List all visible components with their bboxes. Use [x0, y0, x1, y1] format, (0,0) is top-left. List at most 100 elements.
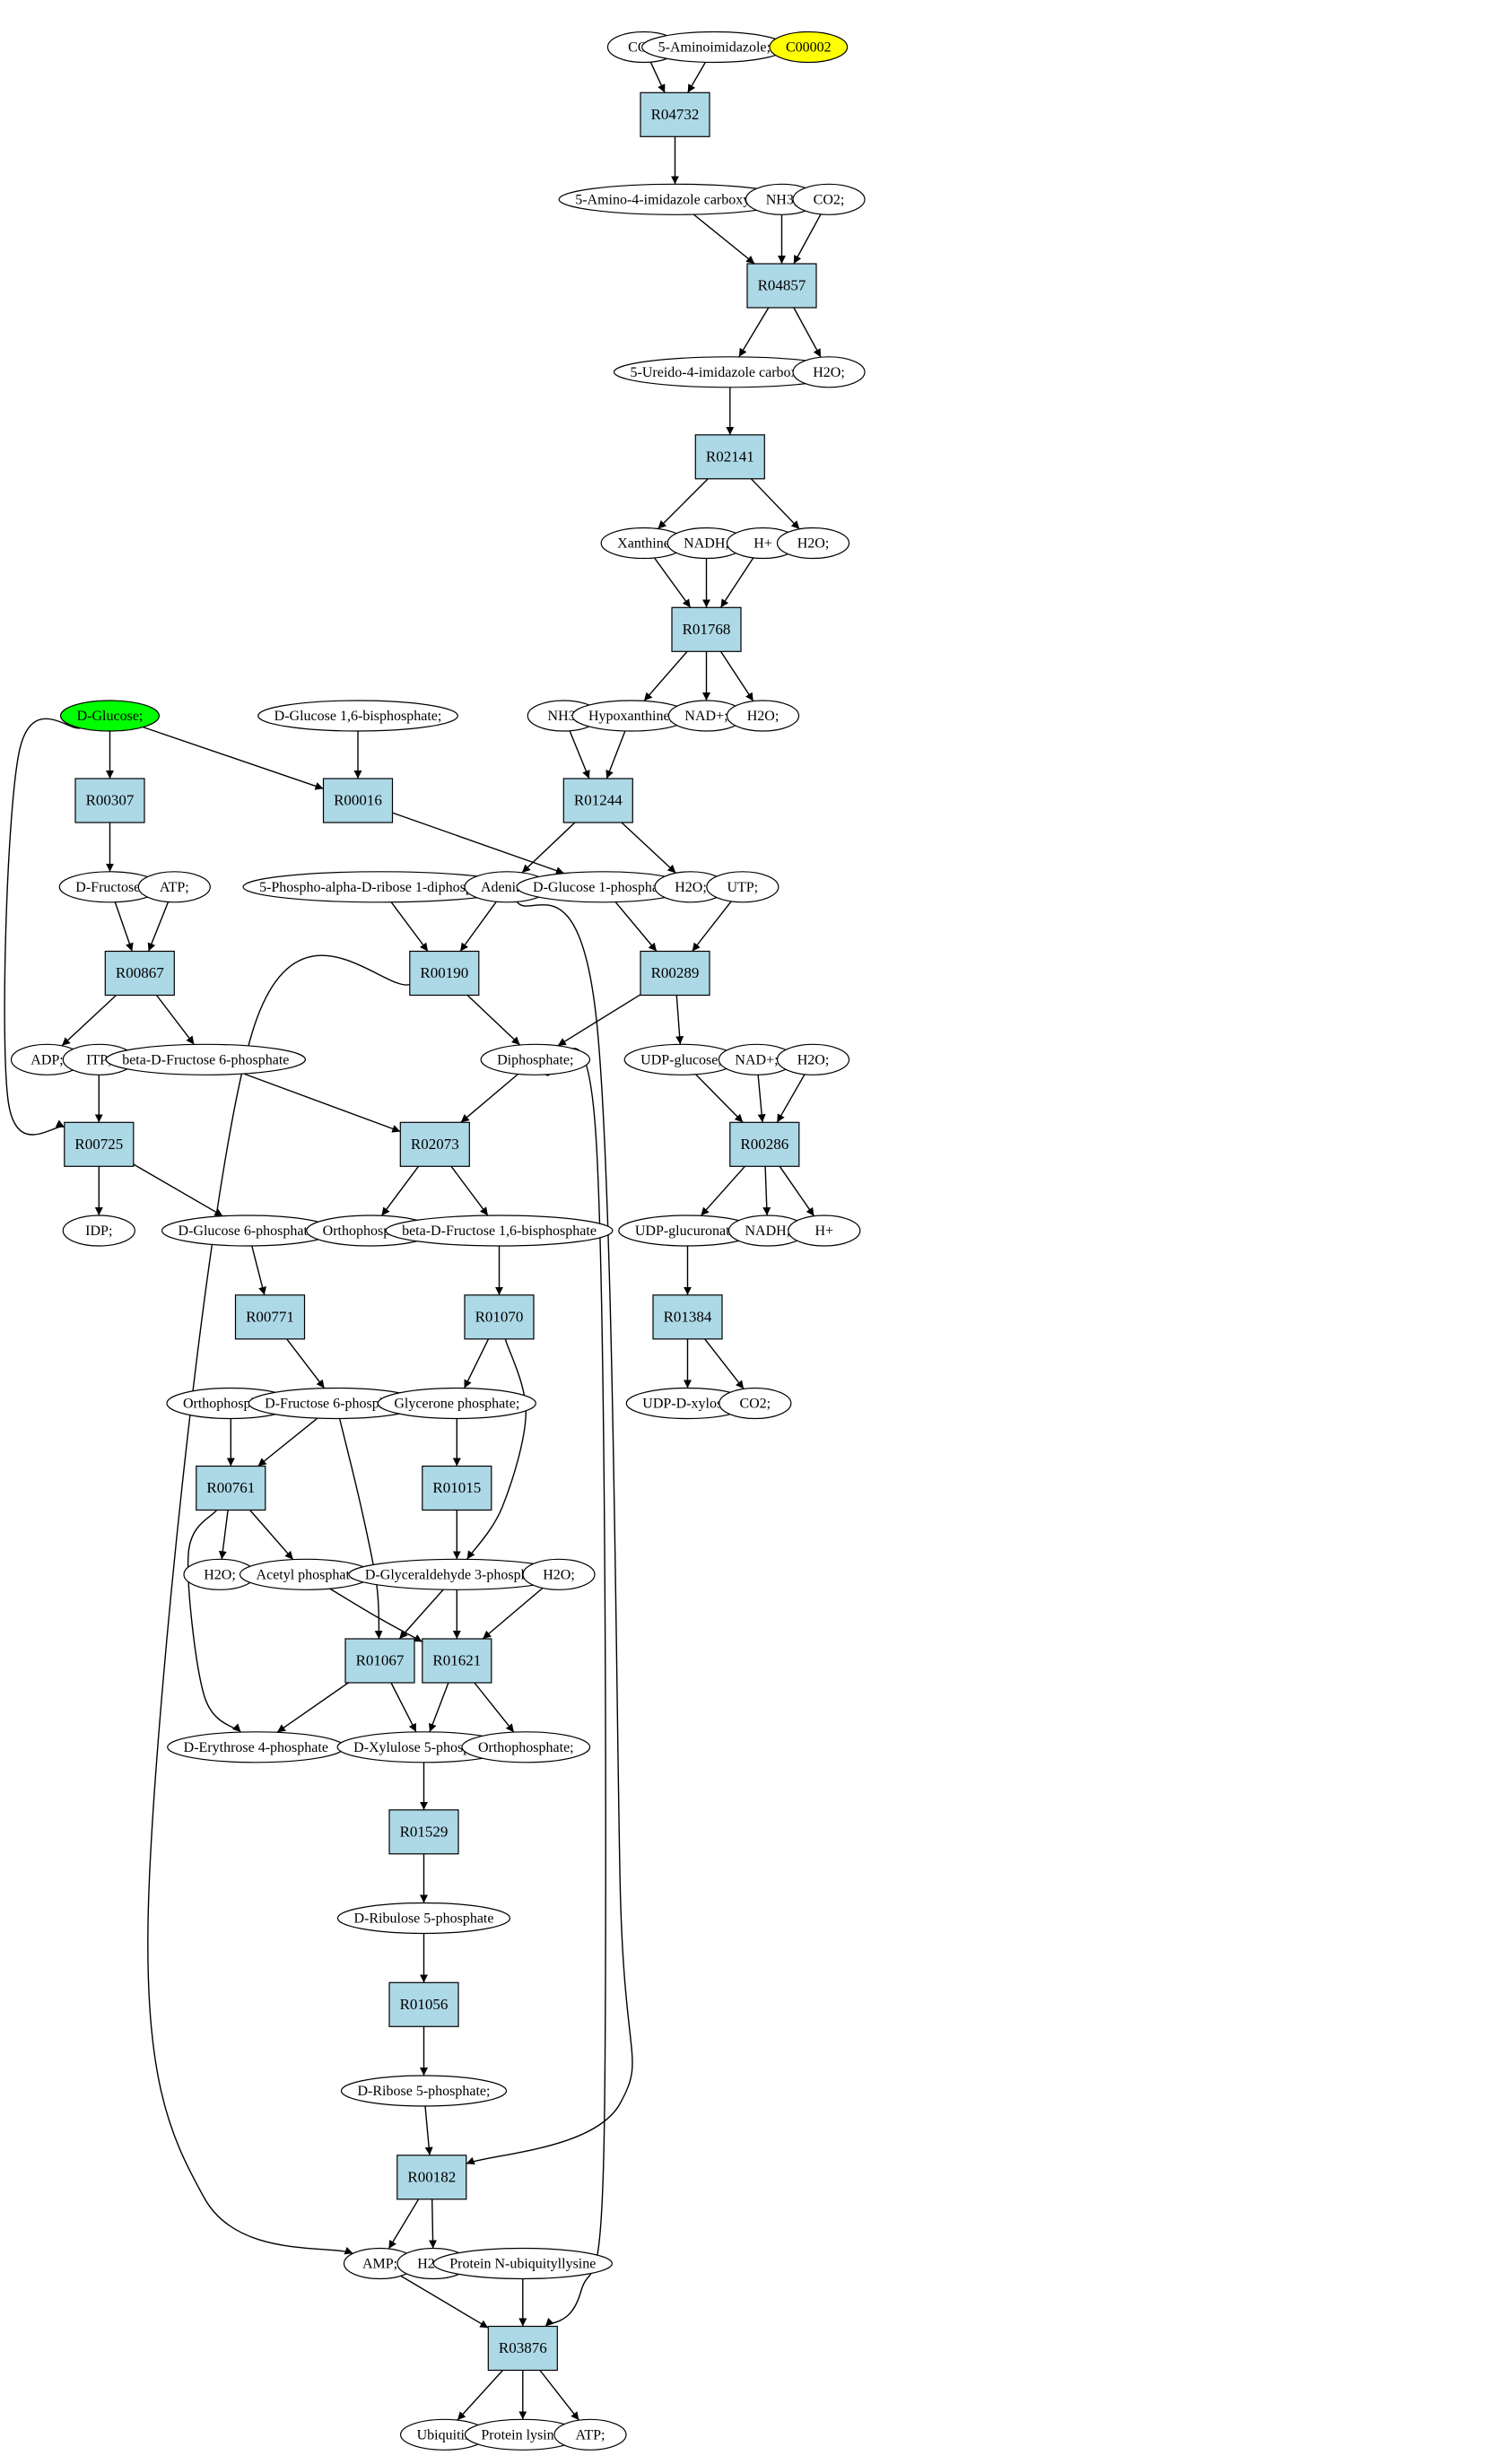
edge-arrow [482, 1587, 544, 1640]
compound-node[interactable]: D-Glucose 1,6-bisphosphate; [257, 700, 458, 732]
compound-node[interactable]: H2O; [776, 527, 850, 560]
compound-ellipse [726, 700, 800, 732]
reaction-node[interactable]: R00289 [640, 950, 710, 997]
compound-node[interactable]: Acetyl phosphate [239, 1558, 373, 1590]
reaction-node[interactable]: R00190 [409, 950, 480, 997]
edge-arrow [704, 1338, 745, 1389]
compound-node[interactable]: H+ [788, 1215, 861, 1247]
compound-label: H2O; [747, 709, 780, 724]
compound-node[interactable]: NAD+; [718, 1043, 796, 1075]
compound-label: CO2; [739, 1397, 771, 1412]
reaction-node[interactable]: R00016 [322, 778, 394, 823]
compound-label: H2O; [797, 536, 830, 552]
reaction-node[interactable]: R00771 [234, 1294, 306, 1340]
compound-node[interactable]: CO2; [792, 183, 866, 215]
compound-label: D-Glyceraldehyde 3-phosphate; [365, 1567, 549, 1582]
compound-node[interactable]: D-Xylulose 5-phosphate [336, 1731, 511, 1763]
compound-node[interactable]: D-Ribulose 5-phosphate [336, 1902, 511, 1935]
reaction-node[interactable]: R02073 [399, 1121, 470, 1167]
compound-node[interactable]: ATP; [137, 871, 211, 903]
compound-ellipse [385, 1215, 614, 1247]
compound-node[interactable]: Orthophosphate; [461, 1731, 591, 1763]
reaction-node[interactable]: R00725 [64, 1121, 135, 1167]
compound-label: H2O; [675, 880, 707, 895]
compound-node[interactable]: Glycerone phosphate; [377, 1387, 536, 1420]
compound-node[interactable]: Protein N-ubiquityllysine [432, 2247, 613, 2280]
reaction-node[interactable]: R01384 [652, 1294, 723, 1340]
reaction-node[interactable]: R00307 [74, 778, 145, 823]
compound-node[interactable]: Xanthine [600, 527, 687, 560]
target-compound-node[interactable]: C00002 [769, 30, 849, 64]
compound-node[interactable]: UDP-glucose; [623, 1043, 739, 1075]
compound-node[interactable]: D-Ribose 5-phosphate; [340, 2075, 508, 2107]
reaction-node[interactable]: R03876 [487, 2325, 558, 2372]
reaction-node[interactable]: R01768 [671, 606, 742, 652]
compound-node[interactable]: Ubiquitin [399, 2418, 489, 2451]
compound-node[interactable]: H2O; [726, 700, 800, 732]
reaction-label: R00289 [651, 964, 700, 981]
edge-arrow [257, 1417, 318, 1467]
compound-node[interactable]: ADP; [10, 1043, 84, 1075]
reaction-node[interactable]: R01529 [388, 1809, 459, 1855]
edge-arrow [695, 1074, 744, 1123]
reaction-node[interactable]: R01621 [422, 1638, 492, 1684]
compound-node[interactable]: ATP; [553, 2418, 627, 2451]
compound-ellipse [62, 1215, 135, 1247]
compound-node[interactable]: H2O; [776, 1043, 850, 1075]
compound-node[interactable]: D-Fructose 6-phosphate; [248, 1387, 424, 1420]
compound-node[interactable]: Hypoxanthine; [571, 700, 691, 732]
reaction-node[interactable]: R01067 [344, 1638, 415, 1684]
compound-node[interactable]: Protein lysine; [464, 2418, 581, 2451]
compound-node[interactable]: IDP; [62, 1215, 135, 1247]
reaction-node[interactable]: R00867 [104, 950, 175, 997]
compound-node[interactable]: NAD+; [667, 700, 745, 732]
compound-node[interactable]: beta-D-Fructose 6-phosphate [105, 1043, 307, 1075]
compound-node[interactable]: AMP; [343, 2247, 417, 2280]
compound-label: NH3; [548, 709, 580, 724]
compound-ellipse [792, 356, 866, 388]
reaction-node[interactable]: R00182 [396, 2155, 467, 2200]
compound-node[interactable]: 5-Phospho-alpha-D-ribose 1-diphosphate; [242, 871, 518, 903]
reaction-node[interactable]: R01070 [464, 1294, 535, 1340]
compound-node[interactable]: D-Glucose 1-phosphate; [516, 871, 690, 903]
compound-node[interactable]: NADH; [666, 527, 746, 560]
compound-node[interactable]: UDP-D-xylose; [625, 1387, 750, 1420]
compound-ellipse [336, 1902, 511, 1935]
edge-arrow [762, 1166, 771, 1216]
reaction-node[interactable]: R01015 [422, 1465, 492, 1511]
compound-node[interactable]: 5-Aminoimidazole; [640, 30, 788, 64]
start-compound-node[interactable]: D-Glucose; [59, 700, 161, 732]
compound-label: ITP; [86, 1052, 111, 1067]
edge-arrow [338, 1418, 383, 1640]
compound-node[interactable]: D-Glucose 6-phosphate; [161, 1215, 335, 1247]
reaction-node[interactable]: R04732 [640, 91, 710, 137]
compound-node[interactable]: UTP; [706, 871, 780, 903]
compound-node[interactable]: ITP; [62, 1043, 135, 1075]
reaction-node[interactable]: R00761 [196, 1465, 266, 1511]
reaction-label: R01056 [400, 1996, 449, 2013]
reaction-node[interactable]: R01244 [562, 778, 633, 823]
compound-node[interactable]: UDP-glucuronate; [618, 1215, 757, 1247]
edge-arrow [429, 1682, 449, 1733]
compound-ellipse [59, 700, 161, 732]
compound-node[interactable]: H2O; [792, 356, 866, 388]
reaction-label: R01768 [683, 621, 731, 638]
compound-label: H2O; [204, 1567, 236, 1582]
reaction-label: R01067 [356, 1652, 405, 1669]
compound-label: Glycerone phosphate; [394, 1397, 519, 1412]
compound-node[interactable]: Diphosphate; [480, 1043, 591, 1075]
compound-label: ADP; [30, 1052, 63, 1067]
compound-node[interactable]: 5-Ureido-4-imidazole carboxylate; [613, 356, 847, 388]
compound-node[interactable]: CO2; [719, 1387, 792, 1420]
compound-node[interactable]: beta-D-Fructose 1,6-bisphosphate [385, 1215, 614, 1247]
compound-node[interactable]: D-Erythrose 4-phosphate [167, 1731, 345, 1763]
reaction-node[interactable]: R00286 [729, 1121, 800, 1167]
compound-node[interactable]: D-Fructose; [58, 871, 161, 903]
compound-node[interactable]: 5-Amino-4-imidazole carboxylate; [558, 183, 792, 215]
compound-node[interactable]: H2O; [183, 1558, 257, 1590]
reaction-node[interactable]: R02141 [694, 434, 765, 480]
edge-arrow [569, 730, 590, 779]
reaction-node[interactable]: R04857 [746, 263, 817, 309]
compound-node[interactable]: H2O; [522, 1558, 596, 1590]
reaction-node[interactable]: R01056 [388, 1981, 459, 2027]
